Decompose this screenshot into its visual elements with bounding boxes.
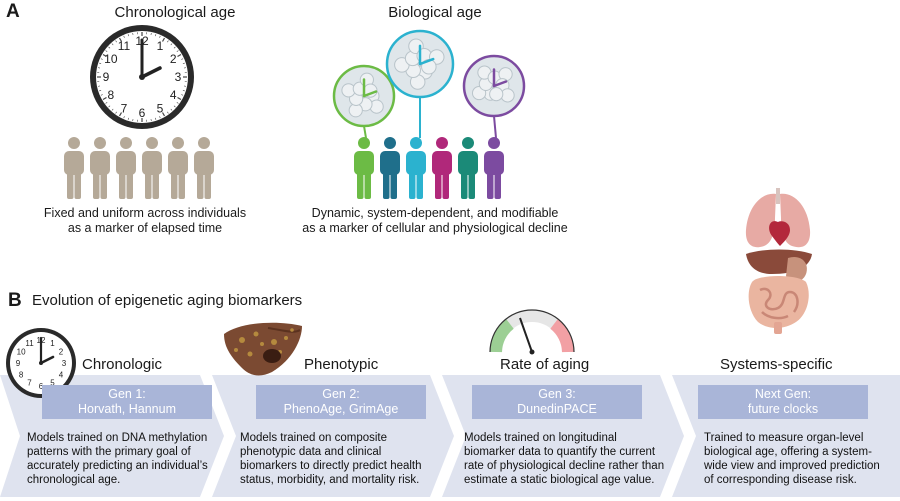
uniform-people-group-icon [64, 137, 214, 199]
gen1-desc-line: patterns with the primary goal of [27, 446, 191, 458]
chronological-caption-line2: as a marker of elapsed time [67, 221, 223, 235]
person-icon [194, 137, 214, 199]
person-icon [484, 137, 504, 199]
person-icon [432, 137, 452, 199]
gen3-models: DunedinPACE [517, 402, 597, 416]
nextgen-desc-line: biological age, offering a system- [704, 446, 872, 458]
gen3-desc-line: Models trained on longitudinal [464, 432, 617, 444]
clock-numeral: 3 [175, 70, 182, 84]
clock-numeral: 4 [170, 88, 177, 102]
gen1-label: Gen 1: [108, 387, 146, 401]
clock-numeral: 10 [17, 347, 26, 356]
gen1-desc-line: chronological age. [27, 474, 121, 486]
clock-numeral: 11 [118, 39, 131, 53]
cell-bubble [332, 64, 396, 139]
panel-a-letter: A [6, 1, 20, 22]
chronological-age-title: Chronological age [114, 4, 236, 21]
person-icon [380, 137, 400, 199]
gen3-desc-line: estimate a static biological age value. [464, 474, 655, 486]
chronological-caption-line1: Fixed and uniform across individuals [43, 206, 247, 220]
stage-title-systems-specific: Systems-specific [720, 356, 833, 373]
wall-clock-icon: 121234567891011 [90, 25, 194, 129]
biological-age-title: Biological age [388, 4, 482, 21]
clock-numeral: 10 [104, 52, 118, 66]
clock-numeral: 9 [16, 359, 21, 368]
clock-numeral: 5 [157, 101, 164, 115]
person-icon [354, 137, 374, 199]
person-icon [142, 137, 162, 199]
gen2-label-box: Gen 2: PhenoAge, GrimAge [256, 385, 426, 419]
gauge-icon [489, 309, 575, 355]
gen1-description: Models trained on DNA methylation patter… [27, 431, 208, 487]
gen1-desc-line: accurately predicting an individual’s [27, 460, 208, 472]
person-icon [90, 137, 110, 199]
gen2-desc-line: phenotypic data and clinical [240, 446, 382, 458]
clock-numeral: 2 [170, 52, 177, 66]
clock-numeral: 2 [59, 347, 64, 356]
clock-numeral: 8 [107, 88, 114, 102]
stage-title-rate-of-aging: Rate of aging [500, 356, 590, 373]
clock-numeral: 7 [27, 379, 32, 388]
liver-icon [224, 322, 302, 376]
gen1-label-box: Gen 1: Horvath, Hannum [42, 385, 212, 419]
panel-b-letter: B [8, 290, 22, 311]
nextgen-description: Trained to measure organ-level biologica… [704, 431, 880, 487]
clock-numeral: 6 [139, 106, 146, 120]
clock-numeral: 9 [103, 70, 110, 84]
gen2-description: Models trained on composite phenotypic d… [240, 431, 422, 487]
clock-numeral: 8 [19, 370, 24, 379]
gen3-label: Gen 3: [538, 387, 576, 401]
gen3-desc-line: rate of physiological decline rather tha… [464, 460, 665, 472]
biological-caption-line2: as a marker of cellular and physiologica… [302, 221, 568, 235]
cell-clock-bubbles-icon [332, 29, 526, 139]
cell-bubble [385, 29, 455, 138]
small-clock-icon: 121234567891011 [6, 328, 76, 398]
clock-numeral: 3 [62, 359, 67, 368]
clock-numeral: 7 [121, 101, 128, 115]
diverse-people-group-icon [354, 137, 504, 199]
person-icon [116, 137, 136, 199]
cell-bubble [462, 54, 526, 139]
clock-numeral: 1 [50, 339, 55, 348]
gen1-desc-line: Models trained on DNA methylation [27, 432, 208, 444]
gen2-desc-line: Models trained on composite [240, 432, 388, 444]
organs-illustration-icon [745, 188, 812, 334]
person-icon [458, 137, 478, 199]
nextgen-label-box: Next Gen: future clocks [698, 385, 868, 419]
panel-b-title: Evolution of epigenetic aging biomarkers [32, 292, 303, 309]
nextgen-models: future clocks [747, 402, 819, 416]
clock-numeral: 11 [25, 339, 34, 348]
person-icon [64, 137, 84, 199]
nextgen-label: Next Gen: [754, 387, 812, 401]
stage-title-chronologic: Chronologic [82, 356, 163, 373]
biological-caption-line1: Dynamic, system-dependent, and modifiabl… [311, 206, 559, 220]
nextgen-desc-line: Trained to measure organ-level [704, 432, 864, 444]
person-icon [406, 137, 426, 199]
gen2-desc-line: biomarkers to directly predict health [240, 460, 422, 472]
clock-numeral: 6 [39, 382, 44, 391]
gen2-desc-line: status, morbidity, and mortality risk. [240, 474, 420, 486]
gen3-label-box: Gen 3: DunedinPACE [472, 385, 642, 419]
clock-numeral: 5 [50, 379, 55, 388]
gen1-models: Horvath, Hannum [78, 402, 176, 416]
gen2-models: PhenoAge, GrimAge [283, 402, 399, 416]
nextgen-desc-line: wide view and improved prediction [704, 460, 880, 472]
clock-numeral: 1 [157, 39, 164, 53]
stage-title-phenotypic: Phenotypic [304, 356, 379, 373]
gen3-description: Models trained on longitudinal biomarker… [464, 431, 664, 487]
gen3-desc-line: biomarker data to quantify the current [464, 446, 656, 458]
clock-numeral: 4 [59, 370, 64, 379]
gen2-label: Gen 2: [322, 387, 360, 401]
nextgen-desc-line: of corresponding disease risk. [704, 474, 857, 486]
person-icon [168, 137, 188, 199]
